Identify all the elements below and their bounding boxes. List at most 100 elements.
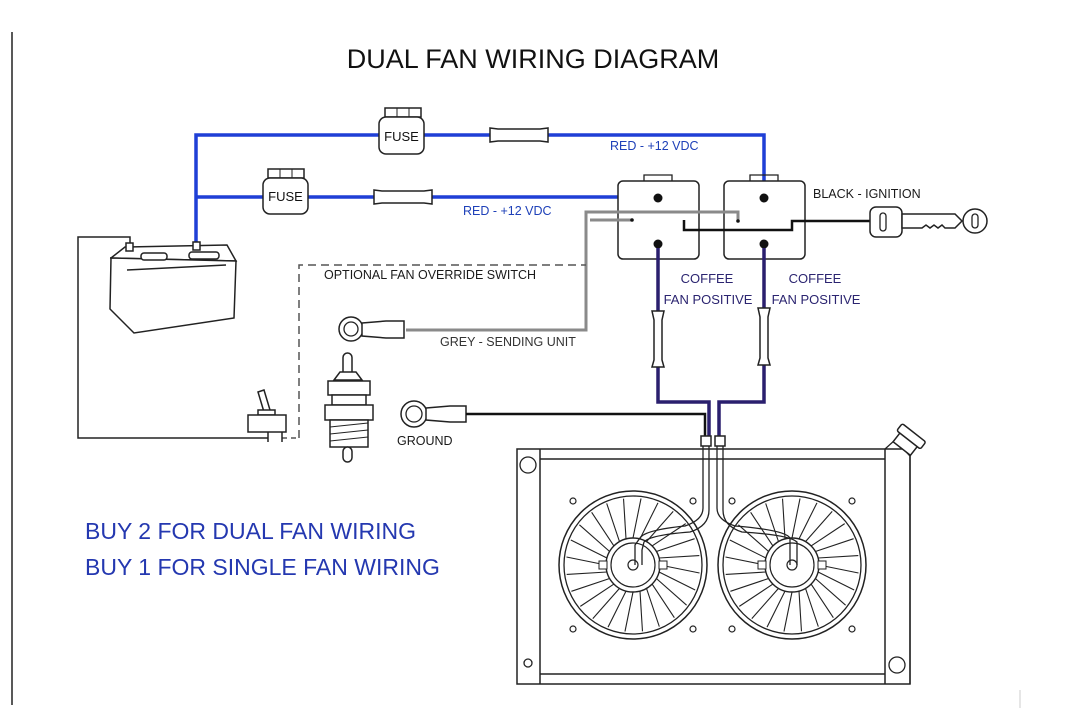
ground-wire-battery	[77, 236, 268, 439]
fan-blade	[730, 577, 769, 592]
relay-right	[723, 174, 806, 260]
fuse-top: FUSE	[378, 107, 425, 155]
power-wire-top	[194, 133, 766, 245]
fan-right	[717, 490, 867, 640]
fan-blade	[810, 583, 834, 619]
fan-blade	[571, 577, 610, 592]
label-ground: GROUND	[397, 434, 453, 448]
fuse-bottom-label: FUSE	[268, 189, 303, 204]
fan-left	[558, 490, 708, 640]
fan-blade	[798, 591, 803, 632]
radiator-cap	[892, 423, 926, 457]
override-dashed-wire	[298, 264, 586, 438]
fan-motor-inner	[610, 542, 656, 588]
fan-hub	[786, 559, 798, 571]
fan-blade	[592, 588, 620, 619]
fan-mount-tab	[728, 625, 736, 633]
fan-blade	[725, 571, 766, 576]
fan-shroud-inner	[563, 495, 703, 635]
fan-blade	[579, 583, 615, 607]
note-single-fan: BUY 1 FOR SINGLE FAN WIRING	[85, 554, 440, 580]
ring-terminal-sending	[338, 316, 405, 342]
fan-blade	[656, 538, 695, 553]
fan-blade	[805, 511, 833, 542]
fan-blade	[579, 524, 610, 552]
fuse-top-label: FUSE	[384, 129, 419, 144]
fan-blade	[766, 590, 786, 628]
butt-connector-bottom	[373, 189, 433, 205]
ignition-wire	[682, 219, 872, 232]
fan-blade	[738, 583, 774, 607]
fan-motor-bracket	[658, 560, 668, 570]
fan-hub	[627, 559, 639, 571]
fan-blade	[658, 571, 696, 591]
fan-blade	[632, 498, 642, 539]
fan-blade	[818, 554, 859, 559]
fan-blade	[804, 588, 819, 627]
fan-blade	[810, 523, 846, 547]
fan-blade	[781, 498, 786, 539]
fan-blade	[622, 498, 627, 539]
butt-connector-fan-left	[651, 310, 665, 368]
fan-connectors	[700, 435, 726, 447]
fan-mount-tab	[689, 497, 697, 505]
label-override-switch: OPTIONAL FAN OVERRIDE SWITCH	[324, 268, 536, 282]
ring-terminal-ground	[400, 400, 467, 428]
fan-blade	[639, 502, 659, 540]
fan-blade	[659, 554, 700, 559]
toggle-switch	[247, 389, 287, 442]
fan-blade	[729, 539, 767, 559]
label-fan-left-line1: COFFEE	[681, 271, 734, 286]
fan-motor-bracket	[817, 560, 827, 570]
ignition-key	[869, 206, 988, 238]
fan-blade	[656, 578, 687, 606]
fan-blade	[646, 511, 674, 542]
fan-mount-tab	[728, 497, 736, 505]
fan-mount-tab	[569, 625, 577, 633]
fuse-bottom: FUSE	[262, 168, 309, 215]
fan-blade	[651, 583, 675, 619]
relay-left	[617, 174, 700, 260]
butt-connector-fan-right	[757, 307, 771, 366]
fan-blade	[815, 578, 846, 606]
fan-motor-bracket	[598, 560, 608, 570]
ground-wire-fan	[466, 412, 707, 440]
fan-blade	[606, 503, 621, 542]
label-fan-right-line2: FAN POSITIVE	[772, 292, 861, 307]
fan-blade	[645, 588, 660, 627]
label-black-ignition: BLACK - IGNITION	[813, 187, 921, 201]
fan-mount-tab	[569, 497, 577, 505]
fan-blade	[738, 524, 769, 552]
fan-mount-tab	[689, 625, 697, 633]
fan-blade	[815, 538, 854, 553]
note-dual-fan: BUY 2 FOR DUAL FAN WIRING	[85, 518, 416, 544]
fan-mount-tab	[848, 625, 856, 633]
fan-blade	[607, 590, 627, 628]
fan-blade	[798, 502, 818, 540]
fan-blade	[751, 588, 779, 619]
label-fan-left-line2: FAN POSITIVE	[664, 292, 753, 307]
butt-connector-top	[489, 127, 549, 143]
diagram-title: DUAL FAN WIRING DIAGRAM	[347, 44, 720, 74]
fan-mount-tab	[848, 497, 856, 505]
fan-blade	[566, 571, 607, 576]
fan-motor-inner	[769, 542, 815, 588]
fan-blade	[591, 511, 615, 547]
label-red-bottom: RED - +12 VDC	[463, 204, 552, 218]
fan-blade	[570, 539, 608, 559]
fan-shroud-inner	[722, 495, 862, 635]
label-grey-sending: GREY - SENDING UNIT	[440, 335, 576, 349]
fan-blade	[783, 591, 793, 632]
fan-harness	[634, 446, 798, 565]
fan-blade	[817, 571, 855, 591]
battery	[77, 236, 268, 439]
label-red-top: RED - +12 VDC	[610, 139, 699, 153]
label-fan-right-line1: COFFEE	[789, 271, 842, 286]
fan-blade	[639, 591, 644, 632]
fan-motor-bracket	[757, 560, 767, 570]
temperature-sender	[324, 352, 374, 463]
fan-blade	[791, 498, 801, 539]
fan-blade	[624, 591, 634, 632]
sending-wire	[406, 210, 740, 332]
